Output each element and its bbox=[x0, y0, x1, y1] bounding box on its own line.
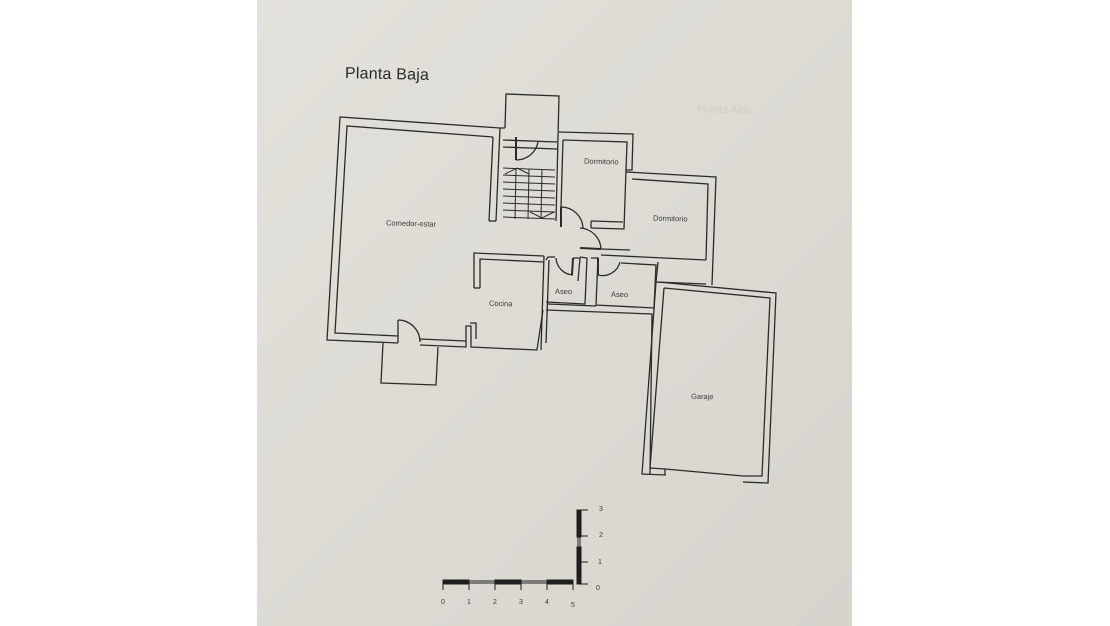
aseo-1-door bbox=[555, 257, 574, 276]
room-label-cocina: Cocina bbox=[488, 298, 513, 309]
paper-sheet bbox=[257, 0, 852, 626]
aseo-2-door bbox=[597, 258, 621, 277]
stair-walls bbox=[500, 93, 560, 222]
scale-v-tick-2: 2 bbox=[599, 532, 603, 539]
scale-h-tick-0: 0 bbox=[441, 599, 445, 606]
scale-v-tick-1: 1 bbox=[598, 559, 602, 566]
scale-h-tick-2: 2 bbox=[493, 599, 497, 606]
room-garaje-walls bbox=[641, 281, 777, 484]
stair-treads bbox=[502, 167, 556, 220]
room-label-garaje: Garaje bbox=[690, 391, 714, 402]
room-aseo-2-walls bbox=[591, 257, 657, 309]
scale-v-tick-3: 3 bbox=[599, 506, 603, 513]
scale-h-tick-1: 1 bbox=[467, 599, 471, 606]
scale-h-tick-5: 5 bbox=[571, 602, 575, 609]
porch-walls bbox=[380, 342, 439, 386]
scale-v-tick-0: 0 bbox=[596, 585, 600, 592]
scale-bar bbox=[442, 509, 588, 590]
dormitorio-1-door bbox=[560, 206, 584, 229]
room-dormitorio-2-walls bbox=[600, 171, 717, 286]
dormitorio-2-door bbox=[579, 227, 602, 250]
room-aseo-1-walls bbox=[545, 256, 588, 305]
room-dormitorio-1-walls bbox=[558, 131, 634, 230]
room-label-aseo-1: Aseo bbox=[554, 286, 573, 297]
room-label-aseo-2: Aseo bbox=[610, 289, 629, 300]
stair-door bbox=[515, 137, 539, 161]
room-label-comedor-estar: Comedor-estar bbox=[385, 218, 437, 229]
room-label-dormitorio-1: Dormitorio bbox=[583, 156, 619, 167]
scale-h-tick-4: 4 bbox=[545, 599, 549, 606]
room-comedor-estar-walls bbox=[326, 116, 544, 351]
entry-door bbox=[397, 319, 421, 343]
scale-h-tick-3: 3 bbox=[519, 599, 523, 606]
room-label-dormitorio-2: Dormitorio bbox=[652, 213, 688, 224]
corridor-walls bbox=[545, 309, 653, 476]
